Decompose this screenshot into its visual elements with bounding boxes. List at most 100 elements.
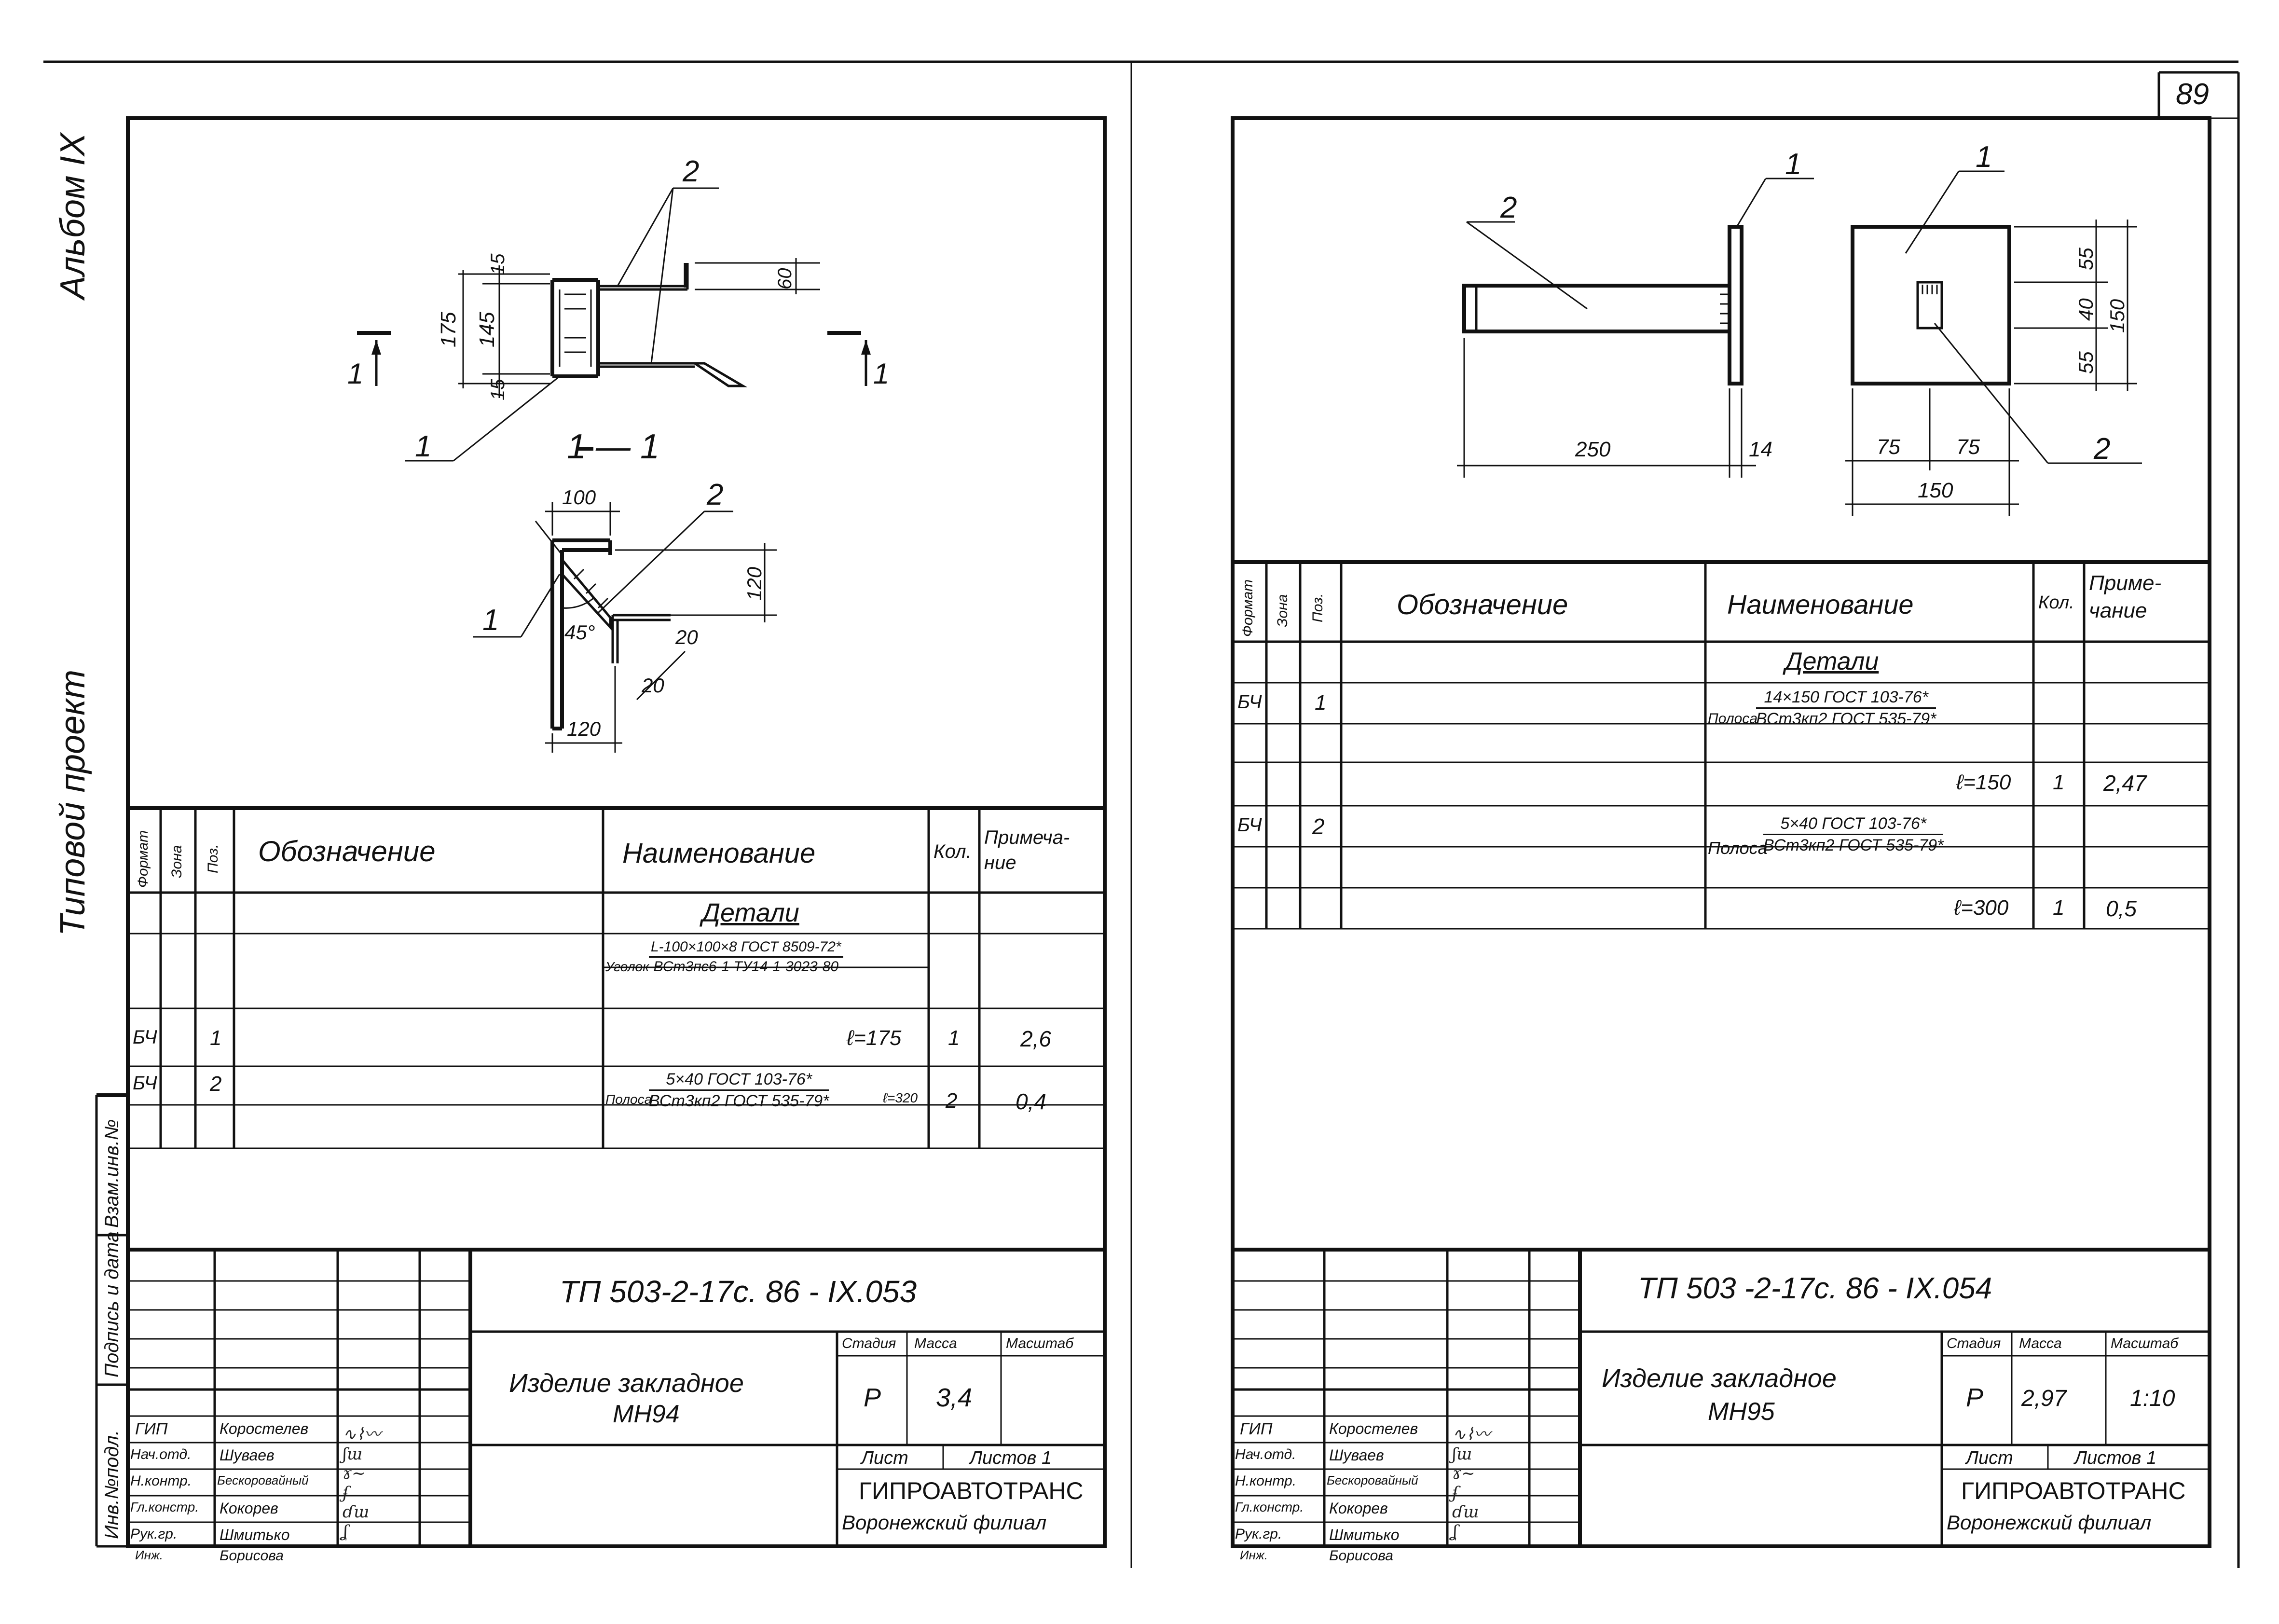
side-inv-zam: Взам.инв.№ xyxy=(101,1119,123,1228)
right-name-3: Кокорев xyxy=(1329,1500,1388,1517)
left-dim-60: 60 xyxy=(774,268,796,290)
left-row3-format: БЧ xyxy=(133,1073,157,1094)
left-name-4: Шмитько xyxy=(220,1526,290,1543)
right-name-4: Шмитько xyxy=(1329,1526,1400,1543)
left-row2-note: 2,6 xyxy=(1020,1026,1051,1051)
left-stamp-mass: 3,4 xyxy=(936,1383,973,1412)
right-spec-table-lines xyxy=(1233,560,2210,930)
right-row1-note: 2,47 xyxy=(2103,771,2147,796)
left-row3-qty: 2 xyxy=(946,1089,958,1113)
right-stamp-mass: 2,97 xyxy=(2021,1386,2067,1411)
right-stamp-scale-h: Масштаб xyxy=(2111,1335,2179,1351)
left-dim-20-b: 20 xyxy=(642,674,664,697)
left-dim-120-v: 120 xyxy=(743,566,766,601)
left-row3-den: ВСт3кп2 ГОСТ 535-79* xyxy=(649,1092,829,1110)
left-stamp-scale-h: Масштаб xyxy=(1006,1335,1074,1351)
right-dim-14: 14 xyxy=(1749,438,1772,461)
side-album: Альбом IX xyxy=(54,133,92,299)
right-dim-75-b: 75 xyxy=(1956,435,1980,459)
left-row2-pos: 1 xyxy=(210,1026,222,1050)
right-stamp-stage: Р xyxy=(1966,1383,1984,1412)
left-stamp-lines xyxy=(128,1248,1105,1546)
left-th-zone: Зона xyxy=(169,845,185,878)
right-row2-pos: 2 xyxy=(1312,814,1325,839)
right-th-format: Формат xyxy=(1240,579,1256,637)
side-inv-podl: Инв.№подл. xyxy=(101,1430,123,1539)
right-name-1: Шуваев xyxy=(1329,1446,1384,1464)
left-role-4: Рук.гр. xyxy=(130,1526,178,1542)
left-cut-mark-right: 1 xyxy=(873,358,890,390)
right-row2-prefix: Полоса xyxy=(1708,838,1768,858)
right-row1-format: БЧ xyxy=(1237,691,1262,713)
left-dim-100: 100 xyxy=(562,486,596,509)
left-role-3: Гл.констр. xyxy=(130,1500,199,1514)
left-name-0: Коростелев xyxy=(220,1420,309,1437)
right-row1-num: 14×150 ГОСТ 103-76* xyxy=(1756,689,1936,709)
left-stamp-sheets: Листов 1 xyxy=(970,1448,1052,1468)
right-row1-den: ВСт3кп2 ГОСТ 535-79* xyxy=(1756,710,1936,728)
left-section-details: Детали xyxy=(702,898,799,927)
right-role-0: ГИП xyxy=(1240,1420,1273,1438)
right-th-pos: Поз. xyxy=(1310,593,1326,622)
left-leader-1-section: 1 xyxy=(482,604,499,637)
right-row1-fraction: 14×150 ГОСТ 103-76* ВСт3кп2 ГОСТ 535-79* xyxy=(1756,689,1936,727)
right-dim-250: 250 xyxy=(1575,438,1611,461)
left-th-designation: Обозначение xyxy=(258,835,436,867)
left-stamp-title-2: МН94 xyxy=(613,1400,680,1428)
left-stamp-stage-h: Стадия xyxy=(842,1335,896,1351)
right-th-zone: Зона xyxy=(1275,594,1291,627)
right-stamp-mass-h: Масса xyxy=(2019,1335,2062,1351)
left-role-2: Н.контр. xyxy=(130,1473,192,1489)
left-row3-num: 5×40 ГОСТ 103-76* xyxy=(649,1071,829,1091)
right-leader-1-side: 1 xyxy=(1785,148,1802,181)
right-row2-qty: 1 xyxy=(2053,896,2065,920)
left-row3-pos: 2 xyxy=(210,1072,222,1096)
left-role-5: Инж. xyxy=(135,1548,164,1562)
left-stamp-stage: Р xyxy=(864,1383,881,1412)
right-plate-front-view xyxy=(1845,170,2142,516)
left-section-label: 1 — 1 xyxy=(567,427,660,466)
right-role-3: Гл.констр. xyxy=(1235,1500,1304,1514)
right-th-qty: Кол. xyxy=(2038,592,2074,613)
right-th-designation: Обозначение xyxy=(1397,589,1568,620)
left-th-qty: Кол. xyxy=(934,841,972,862)
left-dim-angle: 45° xyxy=(564,621,595,644)
right-stamp-sheets: Листов 1 xyxy=(2074,1448,2157,1468)
left-th-name: Наименование xyxy=(622,838,816,869)
left-row1-num: L-100×100×8 ГОСТ 8509-72* xyxy=(649,940,843,958)
right-stamp-scale: 1:10 xyxy=(2130,1386,2175,1411)
left-name-1: Шуваев xyxy=(220,1446,275,1464)
left-th-note: Примеча-ние xyxy=(984,827,1070,873)
left-row3-prefix: Полоса xyxy=(605,1092,652,1107)
left-dim-15-top: 15 xyxy=(487,253,508,275)
left-role-0: ГИП xyxy=(135,1420,168,1438)
left-leader-1-top: 1 xyxy=(415,430,432,463)
left-row3-fraction: 5×40 ГОСТ 103-76* ВСт3кп2 ГОСТ 535-79* xyxy=(649,1071,829,1109)
right-section-details: Детали xyxy=(1785,647,1879,675)
left-th-format: Формат xyxy=(135,830,151,888)
left-row2-format: БЧ xyxy=(133,1027,157,1048)
right-dim-55-b: 55 xyxy=(2074,351,2097,374)
right-stamp-org-1: ГИПРОАВТОТРАНС xyxy=(1961,1477,2186,1504)
right-dim-40: 40 xyxy=(2074,298,2097,321)
left-dim-145: 145 xyxy=(475,312,499,347)
left-dim-15-bot: 15 xyxy=(487,379,508,401)
right-row1-prefix: Полоса xyxy=(1708,711,1758,727)
right-stamp-code: ТП 503 -2-17с. 86 - IX.054 xyxy=(1638,1272,1992,1305)
right-leader-2-front: 2 xyxy=(2094,432,2111,466)
right-stamp-title-1: Изделие закладное xyxy=(1602,1364,1837,1393)
left-stamp-org-1: ГИПРОАВТОТРАНС xyxy=(859,1477,1084,1504)
left-dim-20-a: 20 xyxy=(675,626,698,648)
left-th-pos: Поз. xyxy=(205,844,221,873)
right-role-2: Н.контр. xyxy=(1235,1473,1297,1489)
left-row1-fraction: L-100×100×8 ГОСТ 8509-72* ВСт3пс6-1 ТУ14… xyxy=(649,940,843,974)
left-name-3: Кокорев xyxy=(220,1500,278,1517)
right-row2-num: 5×40 ГОСТ 103-76* xyxy=(1763,815,1944,835)
side-sign-date: Подпись и дата xyxy=(101,1231,123,1377)
left-row1-prefix: Уголок xyxy=(605,959,649,974)
left-stamp-sheet: Лист xyxy=(861,1448,908,1468)
right-row1-length: ℓ=150 xyxy=(1956,771,2011,794)
right-stamp-title-2: МН95 xyxy=(1708,1398,1775,1426)
